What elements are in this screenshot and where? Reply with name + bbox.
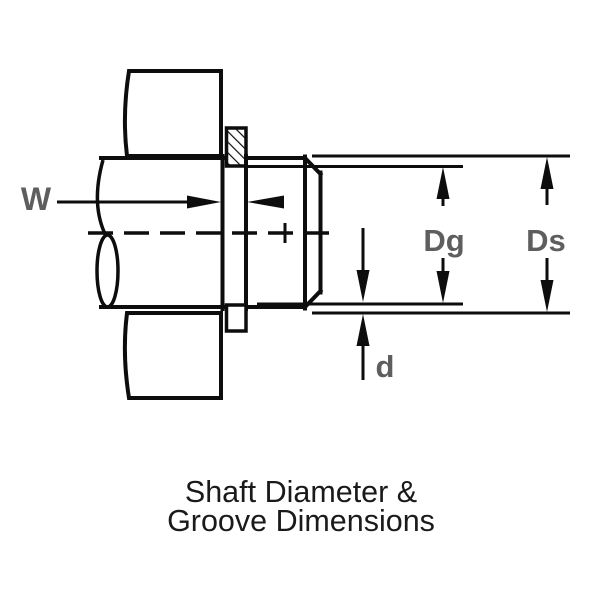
retaining-ring-top-section: [224, 126, 248, 168]
housing-wall-bottom-section: [122, 311, 223, 400]
w-arrowhead-left: [187, 195, 221, 209]
caption-line-1: Shaft Diameter &: [185, 475, 417, 509]
w-arrowhead-right: [247, 195, 284, 209]
ds-arrowhead-down: [540, 280, 554, 312]
housing-wall-top-section: [122, 69, 223, 158]
shaft-break-ellipse: [95, 233, 120, 309]
retaining-ring-bottom-section: [224, 303, 248, 333]
dimension-d: d: [356, 228, 395, 384]
label-ds: Ds: [526, 223, 566, 258]
shaft-break-curve: [95, 159, 108, 237]
dg-arrowhead-down: [436, 271, 450, 303]
label-w: W: [21, 181, 52, 217]
housing-wall-bottom: [122, 311, 223, 400]
caption: Shaft Diameter & Groove Dimensions: [167, 475, 435, 538]
extension-lines: [247, 154, 570, 315]
label-d: d: [376, 349, 395, 384]
housing-wall-top: [122, 69, 223, 158]
ds-arrowhead-up: [540, 157, 554, 189]
d-arrowhead-down: [356, 270, 370, 302]
dimension-dg: Dg: [423, 167, 465, 303]
dimension-w: W: [21, 181, 284, 217]
label-dg: Dg: [423, 223, 464, 258]
dg-arrowhead-up: [436, 167, 450, 199]
d-arrowhead-up: [356, 314, 370, 346]
centerline: [88, 223, 334, 243]
caption-line-2: Groove Dimensions: [167, 504, 435, 538]
dimension-ds: Ds: [526, 157, 566, 312]
